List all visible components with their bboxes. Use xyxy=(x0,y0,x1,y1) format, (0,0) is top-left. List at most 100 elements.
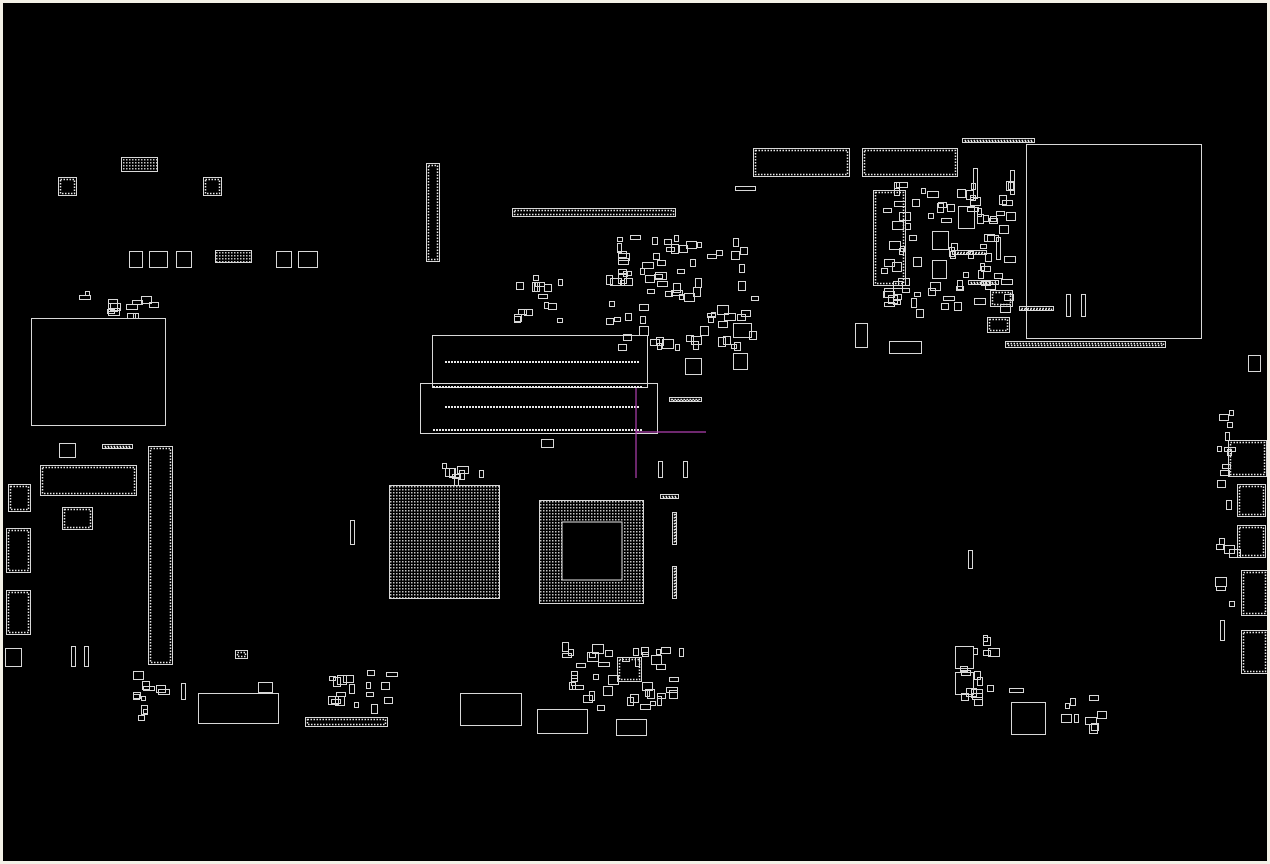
passive-component[interactable] xyxy=(691,336,702,345)
passive-component[interactable] xyxy=(603,686,613,696)
passive-component[interactable] xyxy=(625,313,632,321)
passive-component[interactable] xyxy=(156,685,166,693)
passive-component[interactable] xyxy=(981,266,991,272)
component-footprint[interactable] xyxy=(121,157,158,172)
passive-component[interactable] xyxy=(449,468,456,478)
passive-component[interactable] xyxy=(1002,200,1013,206)
passive-component[interactable] xyxy=(947,204,955,212)
component-footprint[interactable] xyxy=(298,251,318,268)
passive-component[interactable] xyxy=(928,288,936,296)
passive-component[interactable] xyxy=(141,696,146,701)
passive-component[interactable] xyxy=(941,303,949,310)
passive-component[interactable] xyxy=(1224,545,1235,554)
passive-component[interactable] xyxy=(641,647,649,655)
passive-component[interactable] xyxy=(718,337,726,347)
passive-component[interactable] xyxy=(881,268,888,274)
passive-component[interactable] xyxy=(533,275,539,281)
component-footprint[interactable] xyxy=(1248,355,1261,372)
passive-component[interactable] xyxy=(996,211,1005,216)
passive-component[interactable] xyxy=(534,282,540,292)
passive-component[interactable] xyxy=(627,271,632,276)
passive-component[interactable] xyxy=(972,693,983,700)
passive-component[interactable] xyxy=(627,697,634,706)
passive-component[interactable] xyxy=(1097,711,1107,719)
component-footprint[interactable] xyxy=(955,672,974,695)
component-footprint[interactable] xyxy=(215,250,252,263)
passive-component[interactable] xyxy=(142,681,150,690)
passive-component[interactable] xyxy=(558,279,563,286)
passive-component[interactable] xyxy=(988,648,1000,657)
passive-component[interactable] xyxy=(1089,695,1099,701)
passive-component[interactable] xyxy=(126,304,138,310)
passive-component[interactable] xyxy=(459,470,465,480)
passive-component[interactable] xyxy=(921,188,926,194)
passive-component[interactable] xyxy=(971,183,976,190)
component-footprint[interactable] xyxy=(1220,620,1225,641)
component-footprint[interactable] xyxy=(537,709,588,734)
passive-component[interactable] xyxy=(609,301,615,307)
passive-component[interactable] xyxy=(583,695,593,703)
passive-component[interactable] xyxy=(679,648,684,657)
passive-component[interactable] xyxy=(656,664,666,670)
passive-component[interactable] xyxy=(928,213,934,219)
passive-component[interactable] xyxy=(695,278,702,288)
passive-component[interactable] xyxy=(639,304,649,311)
passive-component[interactable] xyxy=(690,259,696,267)
passive-component[interactable] xyxy=(883,208,892,213)
passive-component[interactable] xyxy=(751,296,759,301)
component-footprint[interactable] xyxy=(59,443,76,458)
passive-component[interactable] xyxy=(707,254,717,259)
passive-component[interactable] xyxy=(974,699,983,706)
passive-component[interactable] xyxy=(617,237,623,242)
passive-component[interactable] xyxy=(731,344,737,349)
component-footprint[interactable] xyxy=(962,138,1035,143)
passive-component[interactable] xyxy=(614,317,621,322)
passive-component[interactable] xyxy=(518,309,527,315)
passive-component[interactable] xyxy=(568,649,574,656)
component-footprint[interactable] xyxy=(1011,702,1046,735)
passive-component[interactable] xyxy=(894,201,906,207)
passive-component[interactable] xyxy=(983,650,991,656)
component-footprint[interactable] xyxy=(181,683,186,700)
passive-component[interactable] xyxy=(899,212,911,221)
component-footprint[interactable] xyxy=(203,177,222,196)
passive-component[interactable] xyxy=(1227,422,1233,428)
passive-component[interactable] xyxy=(624,278,633,286)
component-footprint[interactable] xyxy=(102,444,133,449)
component-footprint[interactable] xyxy=(58,177,77,196)
passive-component[interactable] xyxy=(337,675,347,685)
passive-component[interactable] xyxy=(333,677,341,687)
component-footprint[interactable] xyxy=(1241,630,1268,674)
component-footprint[interactable] xyxy=(855,323,868,348)
passive-component[interactable] xyxy=(657,281,668,287)
passive-component[interactable] xyxy=(367,670,375,676)
passive-component[interactable] xyxy=(1224,447,1236,452)
passive-component[interactable] xyxy=(956,286,964,291)
passive-component[interactable] xyxy=(544,284,552,292)
passive-component[interactable] xyxy=(79,295,91,300)
component-footprint[interactable] xyxy=(6,528,31,573)
passive-component[interactable] xyxy=(662,339,674,349)
passive-component[interactable] xyxy=(983,215,989,222)
passive-component[interactable] xyxy=(647,689,655,699)
component-footprint[interactable] xyxy=(235,650,248,659)
passive-component[interactable] xyxy=(442,463,447,469)
passive-component[interactable] xyxy=(914,292,921,297)
passive-component[interactable] xyxy=(916,309,924,318)
passive-component[interactable] xyxy=(1006,212,1016,221)
component-footprint[interactable] xyxy=(1237,484,1266,517)
passive-component[interactable] xyxy=(598,662,610,667)
component-footprint[interactable] xyxy=(990,290,1013,307)
passive-component[interactable] xyxy=(371,704,378,714)
component-footprint[interactable] xyxy=(932,260,947,279)
passive-component[interactable] xyxy=(647,289,655,294)
component-footprint[interactable] xyxy=(1009,688,1024,693)
passive-component[interactable] xyxy=(973,648,978,655)
component-footprint[interactable] xyxy=(31,318,166,426)
passive-component[interactable] xyxy=(981,281,991,286)
passive-component[interactable] xyxy=(673,283,681,293)
passive-component[interactable] xyxy=(336,692,346,697)
passive-component[interactable] xyxy=(707,313,716,318)
passive-component[interactable] xyxy=(927,191,939,198)
passive-component[interactable] xyxy=(381,682,390,690)
